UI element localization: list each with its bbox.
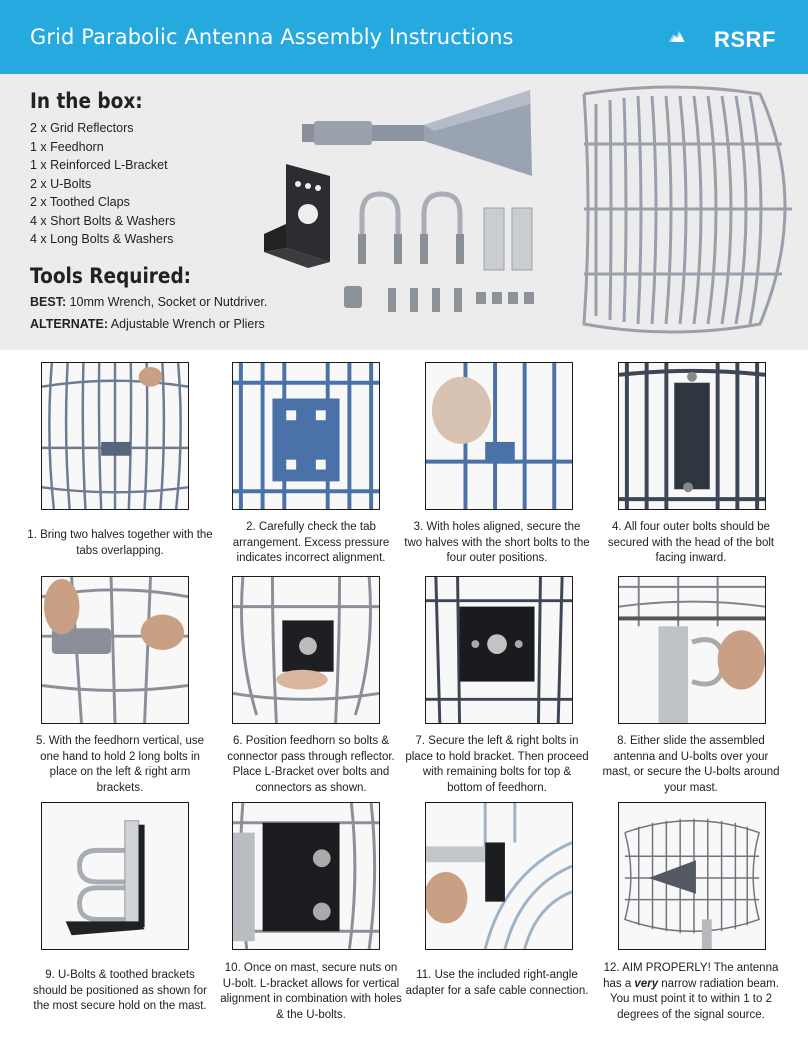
in-the-box-heading: In the box: bbox=[30, 89, 143, 113]
list-item: 2 x Grid Reflectors bbox=[30, 121, 134, 135]
contents-panel bbox=[0, 74, 808, 350]
list-item: 4 x Short Bolts & Washers bbox=[30, 213, 176, 228]
step-1-image bbox=[41, 362, 189, 510]
step-5-image bbox=[41, 576, 189, 724]
list-item: 4 x Long Bolts & Washers bbox=[30, 232, 174, 246]
rsrf-logo-icon bbox=[668, 30, 685, 42]
step-12-caption-pre: 12. AIM PROPERLY! The antenna has a bbox=[603, 962, 779, 990]
l-bracket-icon bbox=[264, 164, 330, 268]
u-bolt-icon bbox=[359, 191, 463, 264]
step-6-caption: 6. Position feedhorn so bolts & connecto… bbox=[227, 735, 395, 794]
step-12-caption-emphasis: very bbox=[634, 977, 659, 990]
step-9-caption: 9. U-Bolts & toothed brackets should be … bbox=[33, 969, 207, 1012]
step-10-image bbox=[232, 802, 380, 950]
list-item: 2 x Toothed Claps bbox=[30, 195, 130, 209]
step-7-image bbox=[425, 576, 573, 724]
list-item: 2 x U-Bolts bbox=[30, 176, 92, 191]
page-title: Grid Parabolic Antenna Assembly Instruct… bbox=[30, 25, 514, 49]
brand-name: RSRF bbox=[714, 27, 776, 52]
step-2-caption: 2. Carefully check the tab arrangement. … bbox=[232, 521, 390, 564]
step-3-caption: 3. With holes aligned, secure the two ha… bbox=[404, 521, 590, 564]
feedhorn-icon bbox=[302, 90, 532, 176]
parts-illustration bbox=[264, 85, 792, 334]
best-value: 10mm Wrench, Socket or Nutdriver. bbox=[69, 295, 268, 309]
tools-best: BEST: 10mm Wrench, Socket or Nutdriver. bbox=[30, 295, 267, 309]
toothed-clamp-icon bbox=[483, 207, 533, 271]
in-the-box-list: 2 x Grid Reflectors 1 x Feedhorn 1 x Rei… bbox=[30, 119, 175, 249]
step-7-caption: 7. Secure the left & right bolts in plac… bbox=[405, 735, 589, 794]
bolts-icon bbox=[344, 286, 534, 312]
step-12-caption: 12. AIM PROPERLY! The antenna has a very… bbox=[598, 961, 784, 1023]
step-4-image bbox=[618, 362, 766, 510]
step-6-image bbox=[232, 576, 380, 724]
tools-alternate: ALTERNATE: Adjustable Wrench or Pliers bbox=[30, 317, 265, 331]
alternate-value: Adjustable Wrench or Pliers bbox=[110, 317, 265, 331]
best-label: BEST: bbox=[30, 295, 67, 309]
step-9-image bbox=[41, 802, 189, 950]
step-1-caption: 1. Bring two halves together with the ta… bbox=[27, 529, 213, 557]
step-2-image bbox=[232, 362, 380, 510]
list-item: 1 x Feedhorn bbox=[30, 139, 104, 154]
step-8-caption: 8. Either slide the assembled antenna an… bbox=[602, 735, 780, 794]
grid-reflector-icon bbox=[582, 85, 792, 334]
header-banner: Grid Parabolic Antenna Assembly Instruct… bbox=[0, 0, 808, 74]
step-3-image bbox=[425, 362, 573, 510]
list-item: 1 x Reinforced L-Bracket bbox=[30, 158, 168, 172]
step-11-caption: 11. Use the included right-angle adapter… bbox=[405, 969, 589, 997]
tools-heading: Tools Required: bbox=[30, 264, 192, 288]
step-12-image bbox=[618, 802, 766, 950]
alternate-label: ALTERNATE: bbox=[30, 317, 108, 331]
step-11-image bbox=[425, 802, 573, 950]
step-12-caption-post: narrow radiation beam. You must point it… bbox=[610, 977, 779, 1021]
step-5-caption: 5. With the feedhorn vertical, use one h… bbox=[35, 735, 205, 794]
step-10-caption: 10. Once on mast, secure nuts on U-bolt.… bbox=[220, 962, 402, 1021]
step-4-caption: 4. All four outer bolts should be secure… bbox=[607, 521, 775, 564]
step-8-image bbox=[618, 576, 766, 724]
